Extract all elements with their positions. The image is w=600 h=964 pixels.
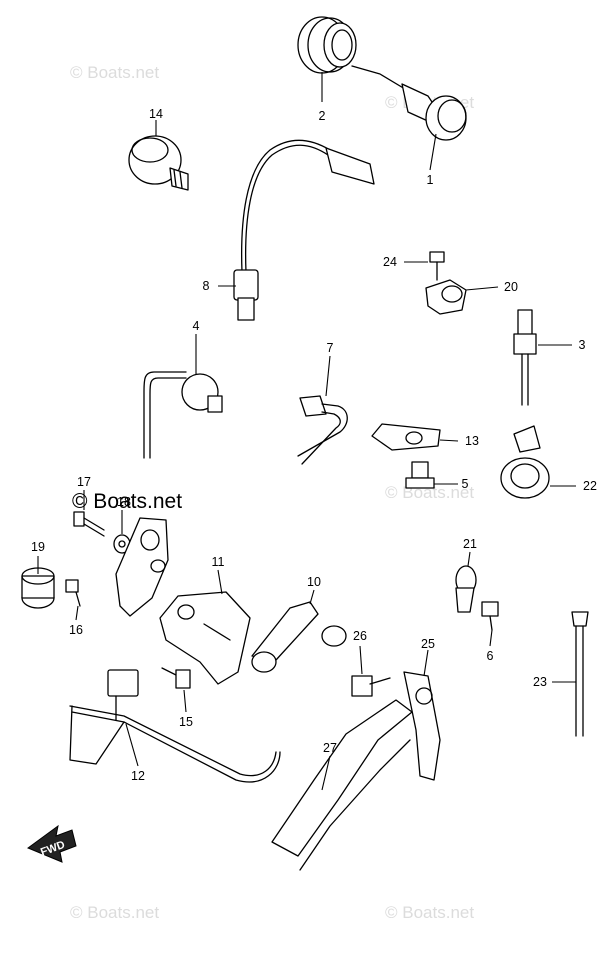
sensor-unit[interactable] xyxy=(115,517,169,617)
part-6-screw[interactable] xyxy=(481,601,499,631)
fwd-arrow-icon: FWD xyxy=(26,824,77,863)
part-14-switch[interactable] xyxy=(128,135,189,191)
callout-3[interactable]: 3 xyxy=(579,338,586,352)
part-23-tie-wrap[interactable] xyxy=(571,611,589,737)
callout-23[interactable]: 23 xyxy=(533,675,547,689)
part-22-clip[interactable] xyxy=(500,425,550,499)
part-20-clamp[interactable] xyxy=(425,279,467,315)
part-16-screw[interactable] xyxy=(65,579,81,607)
part-25-bracket[interactable] xyxy=(403,671,441,781)
callout-27[interactable]: 27 xyxy=(323,741,337,755)
callout-2[interactable]: 2 xyxy=(319,109,326,123)
part-19-clamp[interactable] xyxy=(21,567,55,609)
part-4-sensor[interactable] xyxy=(143,371,223,459)
part-3-temp-sensor[interactable] xyxy=(513,309,537,406)
callout-11[interactable]: 11 xyxy=(212,555,225,569)
callout-15[interactable]: 15 xyxy=(179,715,193,729)
callout-20[interactable]: 20 xyxy=(504,280,518,294)
part-13-bracket[interactable] xyxy=(371,423,441,451)
watermark-center: © Boats.net xyxy=(72,490,182,513)
part-27-arm[interactable] xyxy=(271,699,413,871)
callout-4[interactable]: 4 xyxy=(193,319,200,333)
part-8-harness-sensor[interactable] xyxy=(233,139,375,321)
callout-5[interactable]: 5 xyxy=(462,477,469,491)
callout-18[interactable]: 18 xyxy=(117,495,131,509)
callout-17[interactable]: 17 xyxy=(77,475,91,489)
part-1-sensor[interactable] xyxy=(351,65,467,141)
callout-10[interactable]: 10 xyxy=(307,575,321,589)
part-12-harness[interactable] xyxy=(69,669,281,783)
callout-8[interactable]: 8 xyxy=(203,279,210,293)
part-21-clamp[interactable] xyxy=(455,565,477,613)
part-5-bolt[interactable] xyxy=(405,461,435,489)
watermark-bottom-left: © Boats.net xyxy=(70,903,159,922)
callout-13[interactable]: 13 xyxy=(465,434,479,448)
part-2-grommet[interactable] xyxy=(297,16,357,74)
part-17-screw[interactable] xyxy=(73,511,105,537)
watermark-bottom-right: © Boats.net xyxy=(385,903,474,922)
part-15-bolt[interactable] xyxy=(161,667,191,689)
callout-22[interactable]: 22 xyxy=(583,479,597,493)
watermark-top-left: © Boats.net xyxy=(70,63,159,82)
part-7-sensor[interactable] xyxy=(297,395,348,465)
callouts: 2 1 14 8 24 20 3 4 7 13 5 22 17 18 19 16… xyxy=(31,107,597,783)
part-24-bolt[interactable] xyxy=(429,251,445,281)
callout-1[interactable]: 1 xyxy=(427,173,434,187)
callout-21[interactable]: 21 xyxy=(463,537,477,551)
callout-24[interactable]: 24 xyxy=(383,255,397,269)
callout-16[interactable]: 16 xyxy=(69,623,83,637)
part-26-bolt[interactable] xyxy=(351,675,391,697)
callout-25[interactable]: 25 xyxy=(421,637,435,651)
leader-lines xyxy=(37,72,576,791)
callout-19[interactable]: 19 xyxy=(31,540,45,554)
callout-6[interactable]: 6 xyxy=(487,649,494,663)
callout-14[interactable]: 14 xyxy=(149,107,163,121)
part-11-bracket[interactable] xyxy=(159,591,251,685)
callout-7[interactable]: 7 xyxy=(327,341,334,355)
callout-12[interactable]: 12 xyxy=(131,769,145,783)
part-10-lever[interactable] xyxy=(251,601,347,673)
callout-26[interactable]: 26 xyxy=(353,629,367,643)
